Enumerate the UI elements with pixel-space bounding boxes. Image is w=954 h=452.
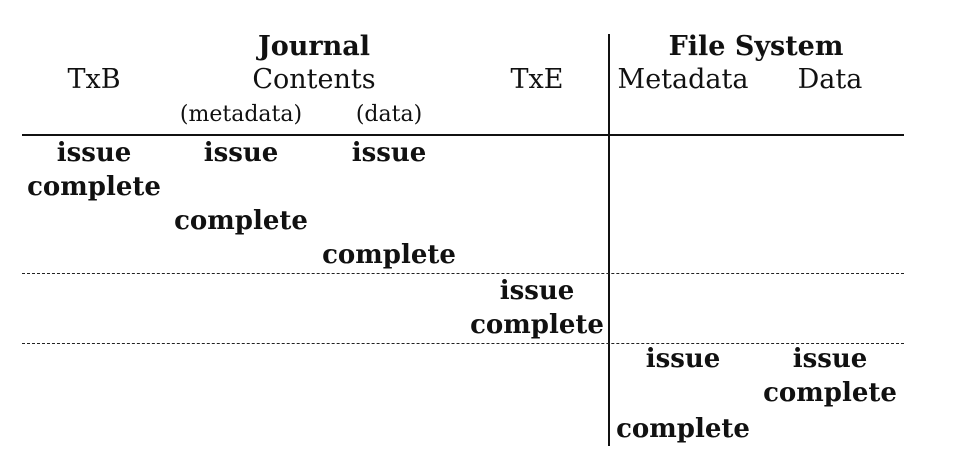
fs-data-complete-event: complete bbox=[763, 378, 897, 408]
file-system-group-header: File System bbox=[668, 31, 844, 62]
dashed-separator-2 bbox=[22, 343, 904, 344]
journal-data-issue-event: issue bbox=[351, 138, 427, 168]
journal-metadata-issue-event: issue bbox=[203, 138, 279, 168]
fs-metadata-column-header: Metadata bbox=[617, 64, 749, 95]
txb-issue-event: issue bbox=[56, 138, 132, 168]
dashed-separator-1 bbox=[22, 273, 904, 274]
fs-data-issue-event: issue bbox=[792, 344, 868, 374]
txe-column-header: TxE bbox=[510, 64, 564, 95]
journal-group-header: Journal bbox=[257, 31, 371, 62]
fs-data-column-header: Data bbox=[797, 64, 863, 95]
txb-column-header: TxB bbox=[67, 64, 121, 95]
txb-complete-event: complete bbox=[27, 172, 161, 202]
txe-issue-event: issue bbox=[499, 276, 575, 306]
contents-column-header: Contents bbox=[252, 64, 376, 95]
contents-metadata-subheader: (metadata) bbox=[179, 102, 303, 127]
fs-metadata-issue-event: issue bbox=[645, 344, 721, 374]
journal-data-complete-event: complete bbox=[322, 240, 456, 270]
header-rule bbox=[22, 134, 904, 136]
journal-metadata-complete-event: complete bbox=[174, 206, 308, 236]
txe-complete-event: complete bbox=[470, 310, 604, 340]
fs-metadata-complete-event: complete bbox=[616, 414, 750, 444]
contents-data-subheader: (data) bbox=[355, 102, 423, 127]
journal-fs-divider bbox=[608, 34, 610, 446]
